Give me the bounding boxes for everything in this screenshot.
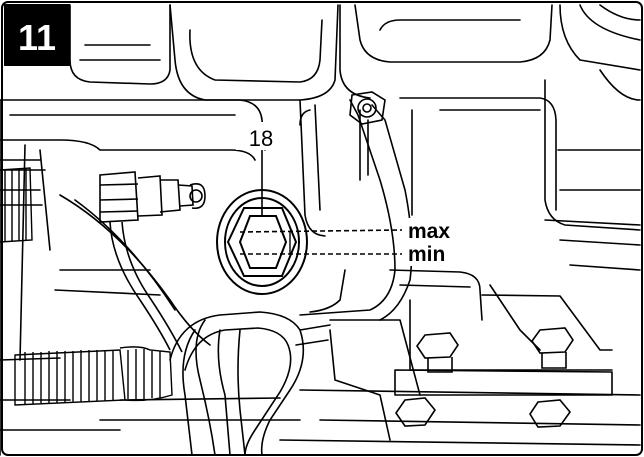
callout-number: 18	[249, 126, 273, 151]
coil-spring	[0, 167, 173, 406]
lower-bolt-left	[395, 332, 459, 427]
max-level-line	[239, 229, 403, 233]
step-number: 11	[18, 17, 56, 58]
step-badge: 11	[4, 4, 70, 66]
pressure-sensor	[99, 171, 206, 353]
engine-housing	[0, 4, 641, 456]
hoses	[169, 311, 331, 456]
min-label: min	[408, 243, 445, 266]
max-label: max	[408, 220, 450, 243]
bolts	[349, 91, 574, 428]
oil-level-marks	[239, 229, 403, 255]
oil-fill-plug	[216, 189, 308, 295]
lower-bolt-right	[529, 327, 574, 428]
upper-bolt	[349, 91, 386, 125]
